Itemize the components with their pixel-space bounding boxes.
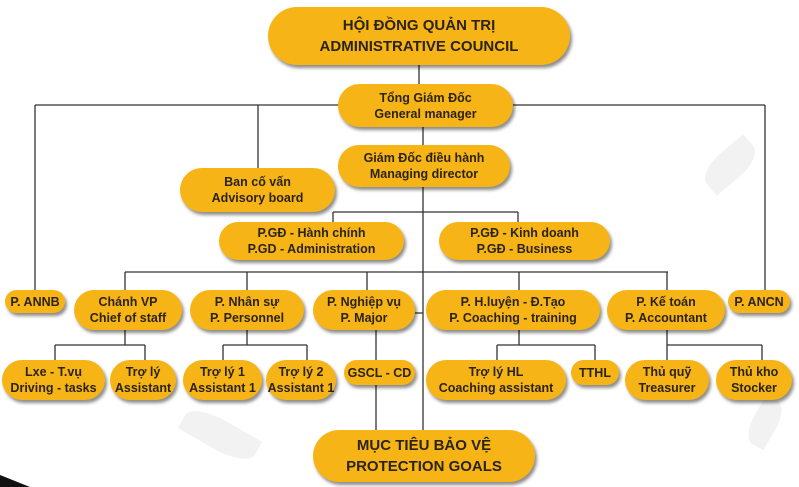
label-vi: P.GĐ - Kinh doanh bbox=[470, 226, 579, 240]
label-vi: Lxe - T.vụ bbox=[25, 365, 82, 379]
ancn-box: P. ANCN bbox=[728, 290, 790, 313]
annb-box: P. ANNB bbox=[5, 290, 65, 313]
label-en: Treasurer bbox=[638, 381, 696, 395]
label-vi: P. Kế toán bbox=[636, 295, 696, 309]
label-en: Assistant bbox=[114, 381, 172, 395]
assistant-1-box: Trợ lý 1 Assistant 1 bbox=[183, 360, 262, 400]
council-box: HỘI ĐỒNG QUẢN TRỊ ADMINISTRATIVE COUNCIL bbox=[268, 7, 570, 65]
protection-goals-box: MỤC TIÊU BẢO VỆ PROTECTION GOALS bbox=[313, 430, 535, 482]
label-en: P.GD - Administration bbox=[247, 242, 376, 256]
label-en: Advisory board bbox=[211, 191, 304, 205]
label-en: Stocker bbox=[731, 381, 777, 395]
label: P. ANCN bbox=[734, 294, 784, 309]
label-vi: Tổng Giám Đốc bbox=[379, 90, 472, 105]
personnel-box: P. Nhân sự P. Personnel bbox=[190, 290, 304, 330]
label-vi: Giám Đốc điều hành bbox=[363, 151, 485, 165]
label-en: P. Personnel bbox=[209, 311, 285, 325]
label-en: General manager bbox=[374, 106, 477, 121]
label-en: Assistant 1 bbox=[189, 381, 256, 395]
label-vi: P.GĐ - Hành chính bbox=[257, 226, 366, 240]
label: TTHL bbox=[579, 365, 611, 380]
label-en: Driving - tasks bbox=[10, 381, 97, 395]
coaching-assistant-box: Trợ lý HL Coaching assistant bbox=[426, 360, 566, 400]
label-vi: Trợ lý 2 bbox=[278, 365, 324, 379]
label-en: P. Major bbox=[340, 311, 388, 325]
corner-decoration bbox=[0, 475, 30, 487]
coaching-box: P. H.luyện - Đ.Tạo P. Coaching - training bbox=[426, 290, 600, 330]
label: GSCL - CD bbox=[347, 365, 412, 380]
council-title-vi: HỘI ĐỒNG QUẢN TRỊ bbox=[342, 17, 496, 34]
gscl-box: GSCL - CD bbox=[344, 360, 415, 385]
chief-of-staff-box: Chánh VP Chief of staff bbox=[74, 290, 182, 330]
label-en: Coaching assistant bbox=[438, 381, 554, 395]
label-en: Managing director bbox=[369, 167, 479, 181]
label-en: P.GĐ - Business bbox=[476, 242, 573, 256]
assistant-box: Trợ lý Assistant bbox=[110, 360, 176, 400]
label-vi: Thủ quỹ bbox=[642, 365, 692, 379]
label-en: Assistant 1 bbox=[267, 381, 335, 395]
tthl-box: TTHL bbox=[571, 360, 619, 385]
label: P. ANNB bbox=[10, 294, 60, 309]
label-vi: Chánh VP bbox=[98, 295, 158, 309]
label-vi: Ban cố vấn bbox=[224, 175, 291, 189]
label-vi: Trợ lý 1 bbox=[199, 365, 246, 379]
label-vi: Trợ lý bbox=[125, 365, 161, 379]
label-vi: MỤC TIÊU BẢO VỆ bbox=[356, 437, 492, 454]
label-vi: Thủ kho bbox=[729, 365, 779, 379]
label-en: P. Accountant bbox=[625, 311, 707, 325]
accountant-box: P. Kế toán P. Accountant bbox=[607, 290, 725, 330]
label-en: P. Coaching - training bbox=[449, 311, 577, 325]
label-vi: P. H.luyện - Đ.Tạo bbox=[460, 295, 566, 309]
label-en: PROTECTION GOALS bbox=[346, 458, 502, 475]
label-vi: Trợ lý HL bbox=[468, 365, 524, 379]
label-vi: P. Nhân sự bbox=[214, 295, 280, 309]
assistant-2-box: Trợ lý 2 Assistant 1 bbox=[266, 360, 336, 400]
major-box: P. Nghiệp vụ P. Major bbox=[313, 290, 415, 330]
label-en: Chief of staff bbox=[89, 311, 167, 325]
council-title-en: ADMINISTRATIVE COUNCIL bbox=[319, 38, 519, 55]
label-vi: P. Nghiệp vụ bbox=[326, 295, 402, 309]
